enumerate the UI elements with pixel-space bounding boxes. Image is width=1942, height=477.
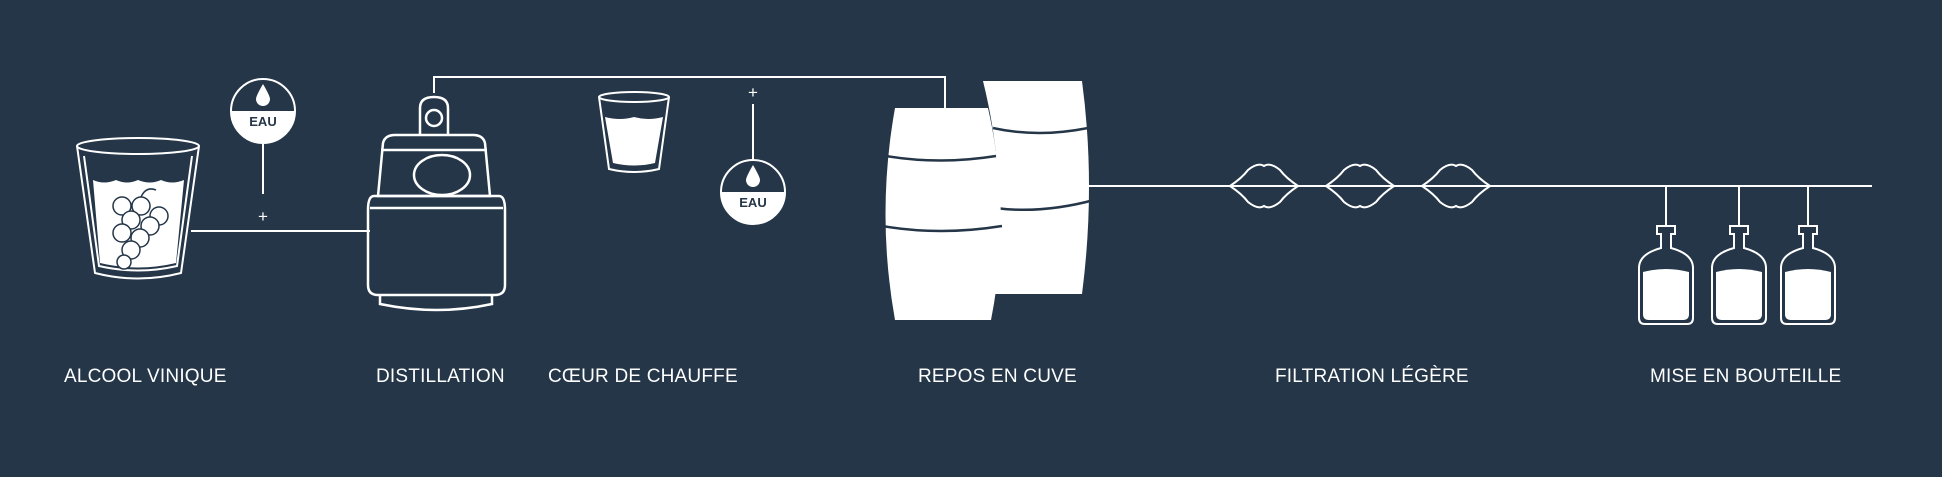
step-label-mise-en-bouteille: MISE EN BOUTEILLE [1650,366,1842,387]
step-label-distillation: DISTILLATION [376,366,505,387]
water-badge-label: EAU [249,114,276,129]
plus-sign: + [258,207,268,226]
step-label-repos-en-cuve: REPOS EN CUVE [918,366,1077,387]
bottle [1711,225,1767,325]
filter-unit [1420,163,1492,209]
filters-icon [1228,163,1492,209]
water-badge-label: EAU [739,195,766,210]
step-label-filtration-legere: FILTRATION LÉGÈRE [1275,366,1469,387]
still-to-barrel-pipe [433,76,946,108]
water-drop-icon [746,165,760,187]
bottles-icon [1638,225,1836,325]
step-label-alcool-vinique: ALCOOL VINIQUE [64,366,227,387]
filter-unit [1324,163,1396,209]
water-badge: EAU [720,159,786,225]
wine-glass-with-grapes-icon [76,137,200,280]
bottle [1638,225,1694,325]
plus-sign: + [748,83,758,102]
still-icon [366,95,507,312]
step-label-coeur-de-chauffe: CŒUR DE CHAUFFE [548,366,738,387]
bottle [1780,225,1836,325]
water-badge: EAU [230,78,296,144]
water-drop-icon [256,84,270,106]
filter-unit [1228,163,1300,209]
barrels-icon [881,81,1095,320]
small-glass-icon [598,91,670,173]
